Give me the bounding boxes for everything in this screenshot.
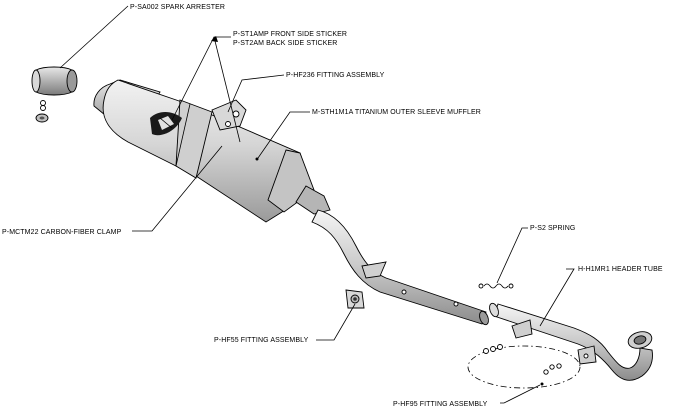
label-carbon-clamp: P-MCTM22 CARBON-FIBER CLAMP: [2, 229, 122, 236]
spark-arrester-part: [31, 66, 78, 123]
logo-sticker: [150, 112, 182, 136]
label-fitting-hf95: P-HF95 FITTING ASSEMBLY: [393, 401, 488, 408]
muffler-body: [93, 79, 331, 223]
leader-lines: [59, 5, 575, 404]
label-front-sticker: P-ST1AMP FRONT SIDE STICKER: [233, 31, 347, 38]
spring-part: [478, 283, 514, 289]
link-pipe: [311, 209, 489, 326]
fitting-hf95-group: [467, 344, 581, 389]
label-spring: P-S2 SPRING: [530, 225, 575, 232]
label-spark-arrester: P-SA002 SPARK ARRESTER: [130, 4, 225, 11]
label-fitting-hf55: P-HF55 FITTING ASSEMBLY: [214, 337, 309, 344]
label-fitting-hf236: P-HF236 FITTING ASSEMBLY: [286, 72, 385, 79]
fitting-hf55-part: [345, 289, 365, 309]
label-outer-sleeve: M-STH1M1A TITANIUM OUTER SLEEVE MUFFLER: [312, 109, 481, 116]
label-back-sticker: P-ST2AM BACK SIDE STICKER: [233, 40, 337, 47]
label-header-tube: H-H1MR1 HEADER TUBE: [578, 266, 663, 273]
header-tube-part: [489, 302, 653, 381]
